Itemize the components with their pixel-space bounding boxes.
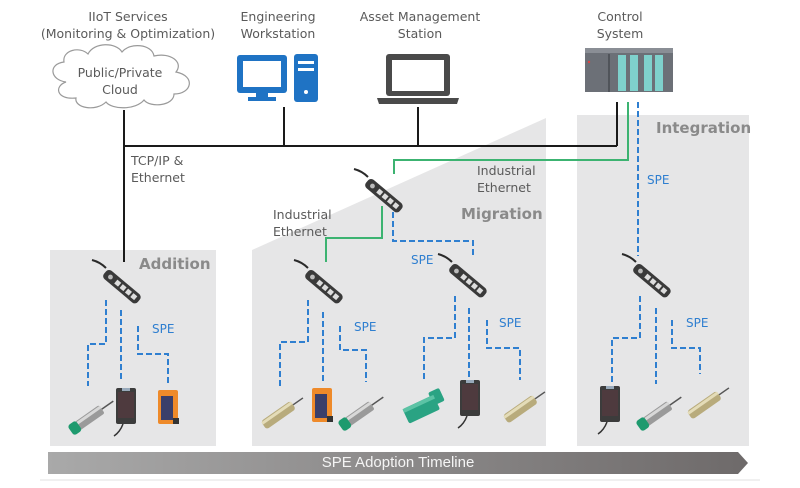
industrial-ethernet-line bbox=[325, 102, 629, 262]
workstation-icon bbox=[237, 54, 318, 102]
industrial-ethernet-upper-line1: Industrial bbox=[477, 163, 536, 178]
engineering-workstation-line2: Workstation bbox=[240, 26, 316, 41]
phase-integration-label: Integration bbox=[656, 119, 752, 137]
asset-management-line1: Asset Management bbox=[359, 9, 481, 24]
industrial-ethernet-lower-line2: Ethernet bbox=[273, 224, 327, 239]
spe-label-migration-left: SPE bbox=[354, 320, 377, 334]
engineering-workstation-label: Engineering Workstation bbox=[228, 8, 328, 42]
cloud-label: Public/Private Cloud bbox=[70, 64, 170, 98]
asset-management-line2: Station bbox=[397, 26, 443, 41]
ethernet-backbone bbox=[123, 102, 618, 262]
spe-label-integration-trunk: SPE bbox=[647, 173, 670, 187]
phase-addition-label: Addition bbox=[139, 255, 211, 273]
iiot-services-subtitle: (Monitoring & Optimization) bbox=[40, 26, 216, 41]
plc-icon bbox=[585, 48, 673, 92]
timeline-label: SPE Adoption Timeline bbox=[321, 454, 475, 471]
tcpip-line1: TCP/IP & bbox=[131, 153, 184, 168]
control-system-line1: Control bbox=[597, 9, 643, 24]
phase-migration-label: Migration bbox=[461, 205, 543, 223]
spe-label-migration-right: SPE bbox=[499, 316, 522, 330]
cloud-label-line2: Cloud bbox=[102, 82, 138, 97]
laptop-icon bbox=[377, 54, 459, 104]
spe-label-integration: SPE bbox=[686, 316, 709, 330]
industrial-ethernet-label-lower: Industrial Ethernet bbox=[273, 206, 332, 240]
control-system-label: Control System bbox=[580, 8, 660, 42]
spe-lines bbox=[87, 102, 701, 386]
industrial-ethernet-upper-line2: Ethernet bbox=[477, 180, 531, 195]
cloud-label-line1: Public/Private bbox=[77, 65, 163, 80]
tcpip-line2: Ethernet bbox=[131, 170, 185, 185]
tcpip-ethernet-label: TCP/IP & Ethernet bbox=[131, 152, 185, 186]
spe-label-migration-link: SPE bbox=[411, 253, 434, 267]
control-system-line2: System bbox=[596, 26, 644, 41]
engineering-workstation-line1: Engineering bbox=[240, 9, 316, 24]
asset-management-label: Asset Management Station bbox=[358, 8, 482, 42]
photoelectric-sensor-orange-icon bbox=[158, 390, 179, 424]
timeline-arrow bbox=[48, 452, 748, 474]
industrial-ethernet-label-upper: Industrial Ethernet bbox=[477, 162, 536, 196]
cloud-icon bbox=[52, 44, 190, 109]
migration-panel bbox=[252, 118, 546, 446]
iiot-services-title: IIoT Services bbox=[88, 9, 168, 24]
iiot-services-label: IIoT Services (Monitoring & Optimization… bbox=[28, 8, 228, 42]
industrial-ethernet-lower-line1: Industrial bbox=[273, 207, 332, 222]
photoelectric-sensor-orange-icon bbox=[312, 388, 333, 422]
spe-label-addition: SPE bbox=[152, 322, 175, 336]
